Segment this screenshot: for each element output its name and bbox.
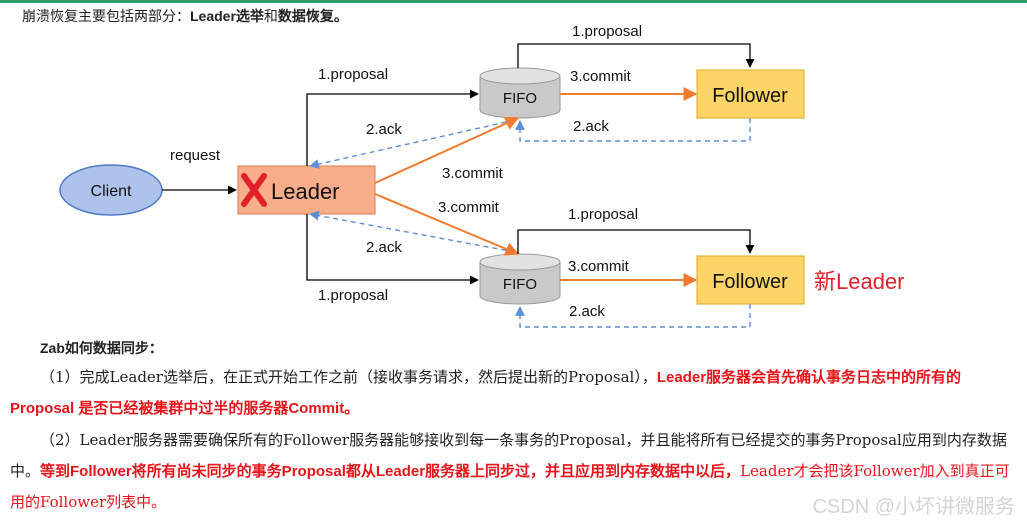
paragraph-2-red-text: Leader才会把该Follower加入到真正可用的Follower列表中。 — [10, 462, 1010, 511]
paragraph-2-highlight: 等到Follower将所有尚未同步的事务Proposal都从Leader服务器上… — [40, 463, 741, 480]
upper-fifo-label: FIFO — [503, 90, 537, 107]
paragraph-2: （2）Leader服务器需要确保所有的Follower服务器能够接收到每一条事务… — [10, 425, 1010, 518]
lower-fifo-label: FIFO — [503, 276, 537, 293]
intro-line: 崩溃恢复主要包括两部分：Leader选举和数据恢复。 — [22, 6, 348, 26]
leader-label: Leader — [271, 179, 340, 204]
intro-term-election: Leader选举 — [190, 8, 264, 24]
paragraph-2-text: （2）Leader服务器需要确保所有的Follower服务器能够接收到每一条事务… — [10, 431, 1007, 480]
leader-node — [237, 165, 376, 215]
lower-fifo-queue — [479, 253, 561, 305]
lower-follower-node — [696, 255, 805, 305]
intro-prefix: 崩溃恢复主要包括两部分： — [22, 9, 190, 25]
upper-ack-to-leader-arrow — [309, 119, 516, 169]
upper-proposal-to-follower-arrow — [517, 43, 755, 68]
lower-commit-follower-label: 3.commit — [568, 258, 630, 275]
upper-commit-from-leader-arrow — [374, 116, 520, 184]
upper-proposal-follower-label: 1.proposal — [572, 23, 642, 40]
upper-fifo-queue — [479, 67, 561, 119]
client-label: Client — [91, 183, 132, 200]
zab-recovery-diagram: Client request Leader 1.proposal FIFO 2.… — [59, 23, 905, 328]
upper-commit-follower-label: 3.commit — [570, 68, 632, 85]
lower-proposal-to-follower-arrow — [517, 229, 755, 254]
lower-proposal-label: 1.proposal — [318, 287, 388, 304]
intro-term-recovery: 数据恢复。 — [277, 8, 348, 24]
top-divider — [0, 0, 1027, 3]
upper-commit-leader-label: 3.commit — [442, 165, 504, 182]
request-label: request — [170, 147, 221, 164]
intro-mid: 和 — [263, 9, 278, 25]
lower-proposal-follower-label: 1.proposal — [568, 206, 638, 223]
upper-proposal-arrow — [306, 89, 479, 166]
upper-proposal-label: 1.proposal — [318, 66, 388, 83]
upper-ack-from-follower-arrow — [515, 118, 751, 142]
csdn-watermark: CSDN @小坏讲微服务 — [812, 496, 1015, 518]
paragraph-1-text: （1）完成Leader选举后，在正式开始工作之前（接收事务请求，然后提出新的Pr… — [40, 368, 657, 386]
lower-ack-follower-label: 2.ack — [569, 303, 605, 320]
paragraph-1: （1）完成Leader选举后，在正式开始工作之前（接收事务请求，然后提出新的Pr… — [10, 362, 1010, 424]
paragraph-1-highlight: Leader服务器会首先确认事务日志中的所有的Proposal 是否已经被集群中… — [10, 369, 962, 417]
upper-ack-follower-label: 2.ack — [573, 118, 609, 135]
sync-heading: Zab如何数据同步： — [40, 340, 163, 356]
lower-ack-label: 2.ack — [366, 239, 402, 256]
lower-ack-to-leader-arrow — [309, 210, 516, 253]
new-leader-label: 新Leader — [814, 269, 905, 294]
upper-follower-label: Follower — [712, 85, 788, 107]
lower-proposal-arrow — [306, 214, 479, 285]
lower-follower-label: Follower — [712, 271, 788, 293]
lower-commit-from-leader-arrow — [374, 193, 520, 256]
crash-x-icon — [241, 173, 267, 207]
lower-ack-from-follower-arrow — [515, 304, 751, 328]
lower-commit-leader-label: 3.commit — [438, 199, 500, 216]
upper-ack-label: 2.ack — [366, 121, 402, 138]
